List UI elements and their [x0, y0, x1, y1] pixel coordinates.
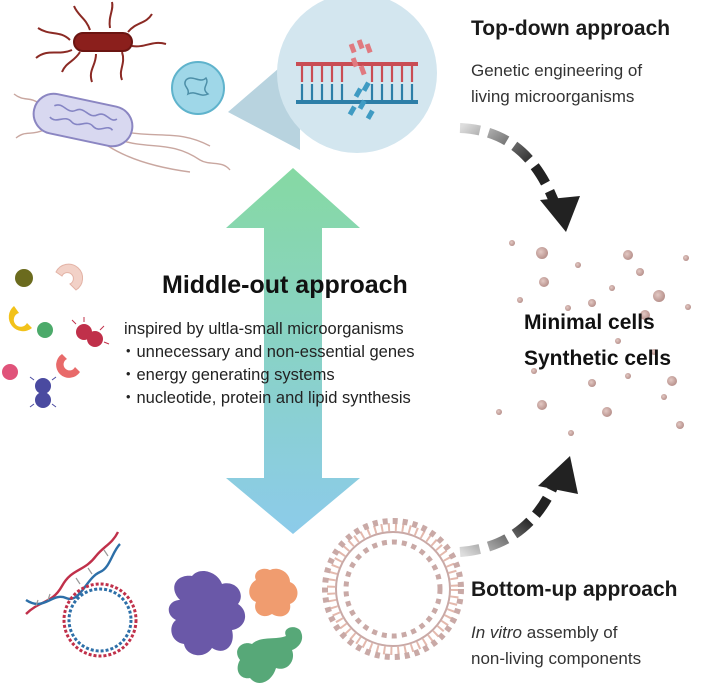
dashed-arrow-bottom-icon	[459, 456, 578, 557]
top-down-title: Top-down approach	[471, 17, 671, 40]
protein-icon	[168, 568, 303, 683]
top-down-desc-line1: Genetic engineering of	[471, 61, 643, 80]
particle-cloud	[496, 240, 691, 436]
middle-out-list: inspired by ultla-small microorganisms ・…	[120, 318, 414, 410]
middle-out-item: inspired by ultla-small microorganisms	[124, 320, 404, 338]
middle-out-item: ・energy generating systems	[120, 366, 335, 384]
cells-label: Minimal cells Synthetic cells	[524, 305, 671, 377]
liposome-icon	[322, 518, 464, 660]
plasmid-icon	[62, 582, 138, 658]
bottom-up-desc-rest: assembly of	[522, 623, 618, 642]
bottom-up-title: Bottom-up approach	[471, 578, 678, 601]
flagellated-bacterium-icon	[35, 1, 167, 83]
dashed-arrow-top-icon	[459, 123, 580, 232]
top-down-desc-line2: living microorganisms	[471, 87, 635, 106]
minimal-cells-label: Minimal cells	[524, 311, 655, 334]
dna-membrane-zoom-icon	[228, 0, 437, 153]
bottom-up-desc-line2: non-living components	[471, 649, 642, 668]
dna-helix-icon	[25, 531, 121, 615]
middle-out-item: ・nucleotide, protein and lipid synthesis	[120, 389, 411, 407]
double-arrow-icon	[226, 168, 360, 534]
in-vitro-italic: In vitro	[471, 623, 523, 642]
rod-bacterium-icon	[13, 92, 231, 173]
bottom-up-desc-line1: In vitro assembly of	[471, 620, 617, 645]
middle-out-item: ・unnecessary and non-essential genes	[120, 343, 415, 361]
middle-out-title: Middle-out approach	[162, 271, 408, 299]
biomolecules-cluster-icon	[2, 263, 110, 408]
synthetic-cells-label: Synthetic cells	[524, 347, 672, 370]
spherical-cell-icon	[171, 61, 225, 115]
